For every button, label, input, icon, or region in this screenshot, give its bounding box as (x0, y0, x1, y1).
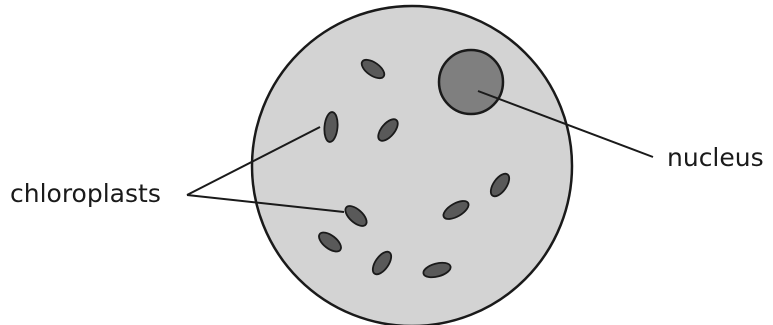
nucleus (439, 50, 503, 114)
nucleus-label: nucleus (667, 143, 764, 172)
chloroplasts-label: chloroplasts (10, 179, 161, 208)
cell-body (252, 6, 572, 325)
